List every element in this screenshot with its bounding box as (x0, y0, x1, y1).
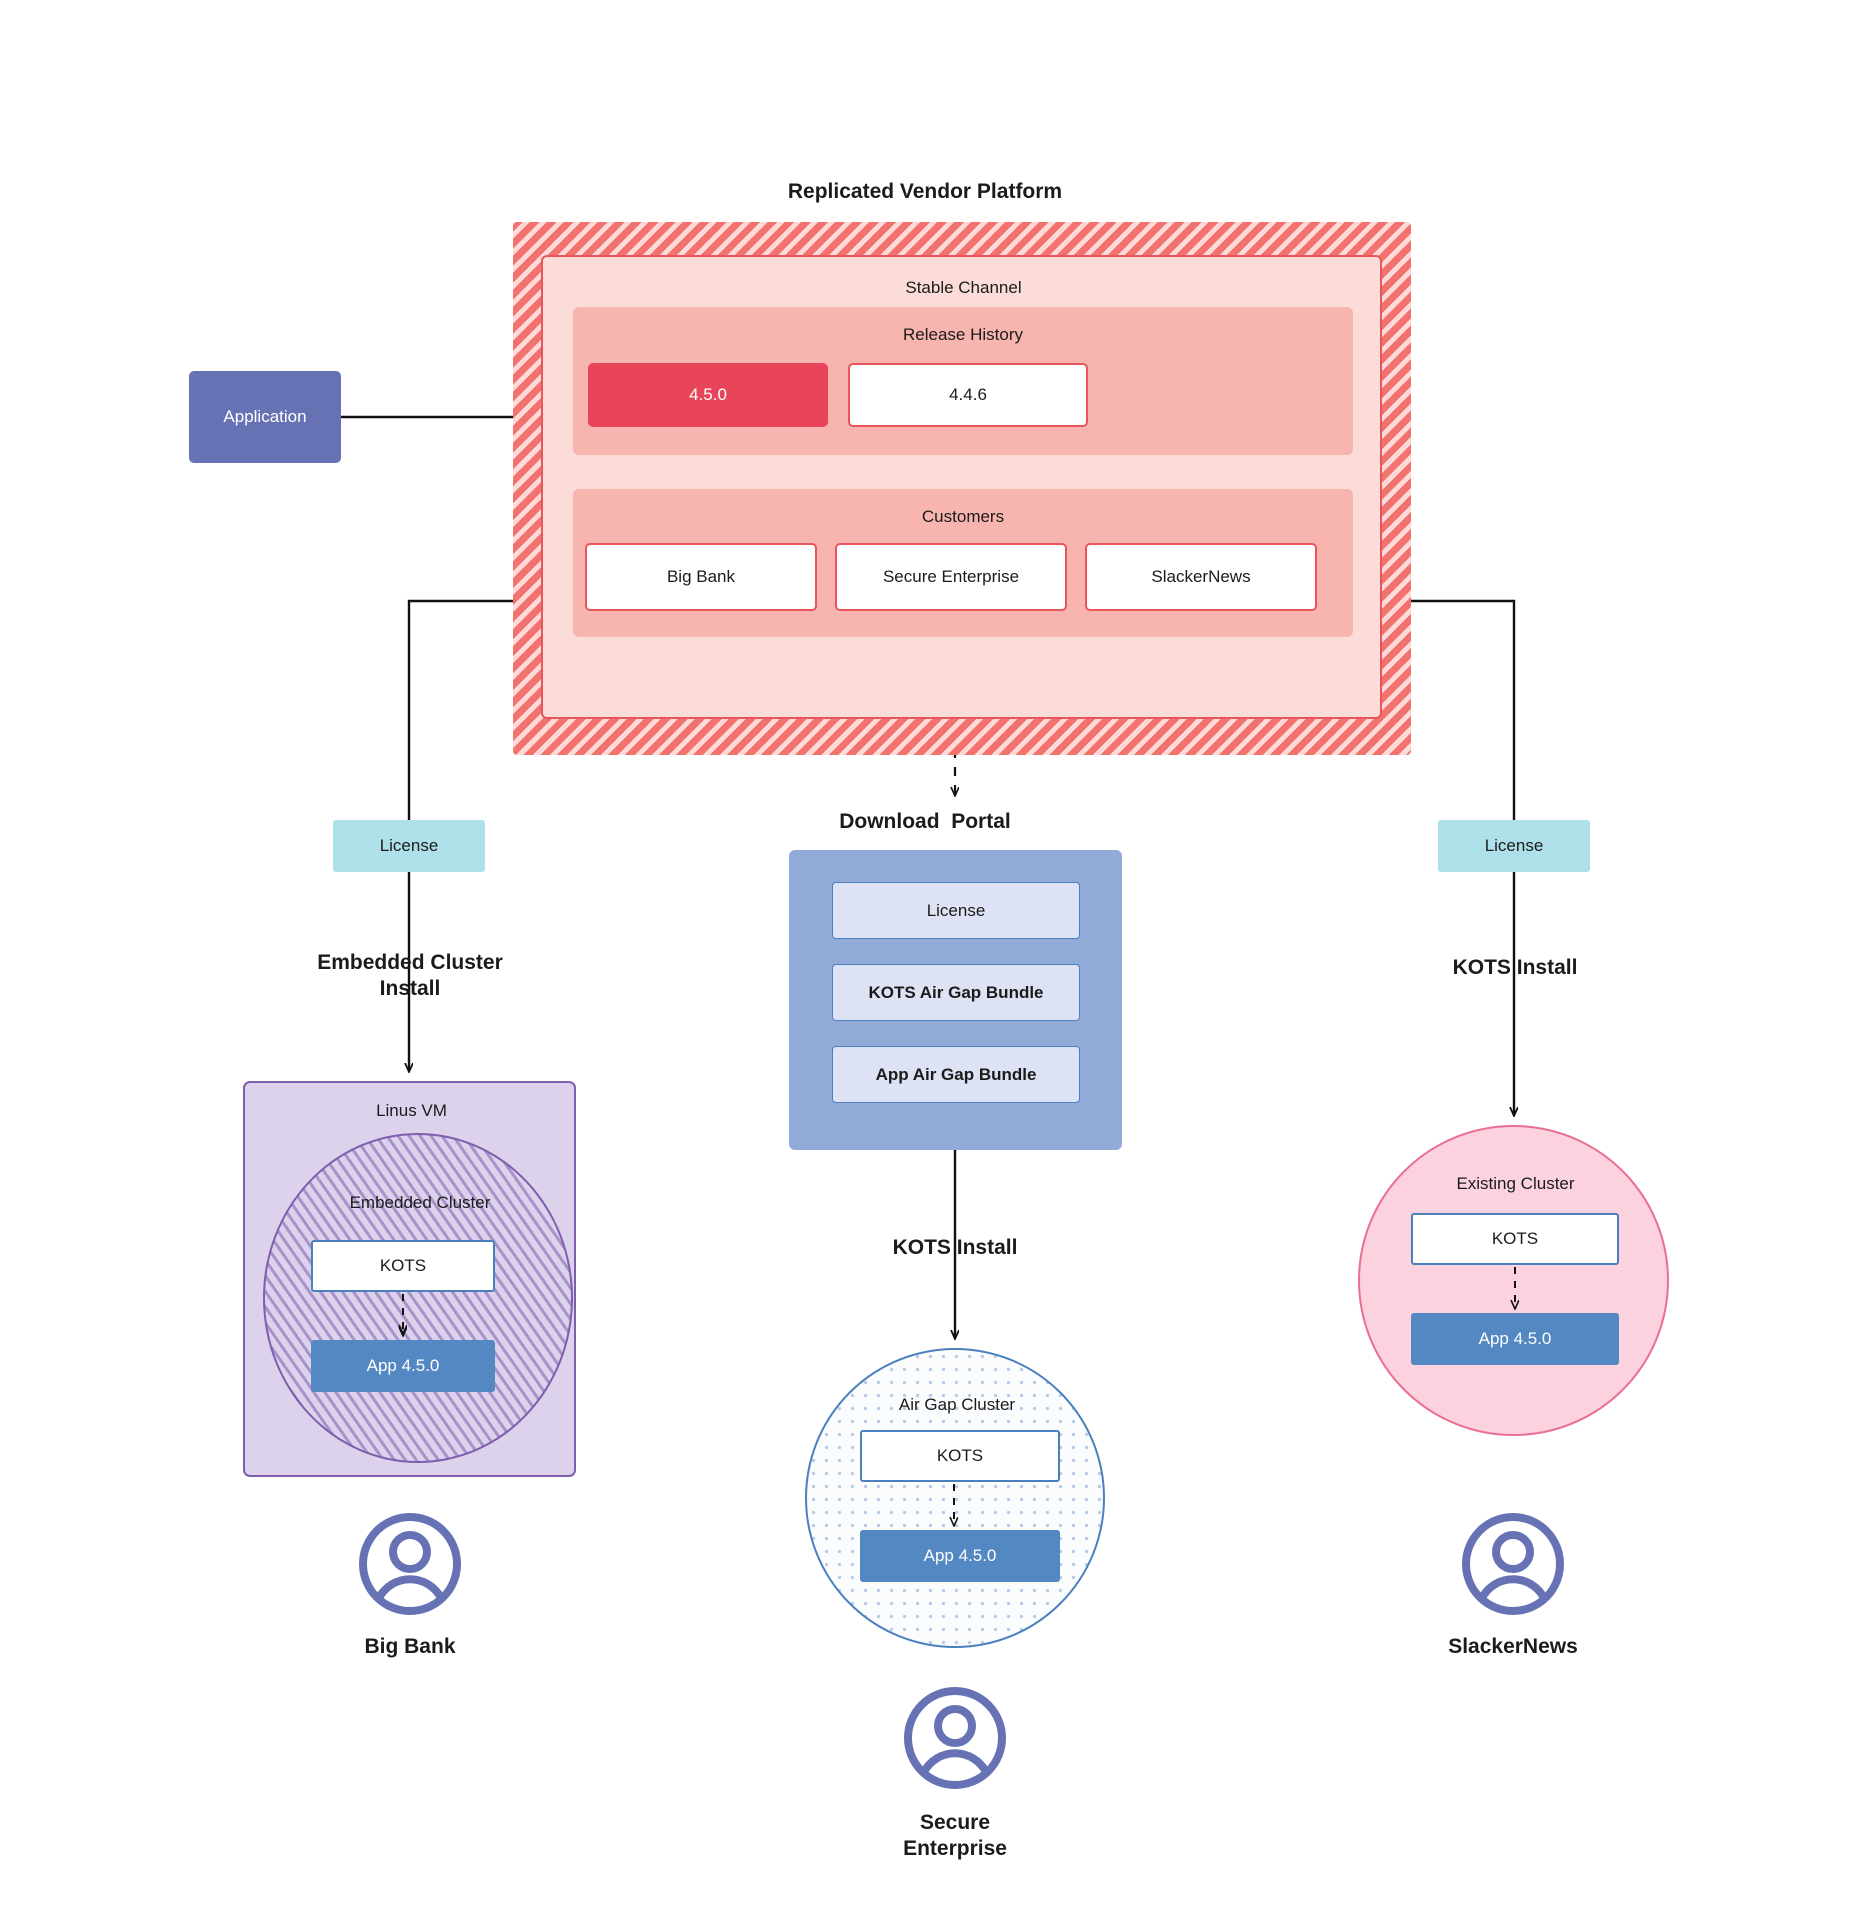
release-history-panel: Release History 4.5.0 4.4.6 (573, 307, 1353, 455)
avatar (903, 1686, 1007, 1790)
app-node-existing[interactable]: App 4.5.0 (1411, 1313, 1619, 1365)
kots-install-label-right: KOTS Install (1452, 956, 1578, 979)
kots-install-label-middle: KOTS Install (892, 1236, 1018, 1259)
avatar (1461, 1512, 1565, 1616)
wire-kots-to-app-embedded (265, 1294, 575, 1465)
customer-label-secure-enterprise: Secure Enterprise (903, 1811, 1007, 1861)
stable-channel-title: Stable Channel (905, 278, 1022, 297)
download-portal-panel: License KOTS Air Gap Bundle App Air Gap … (789, 850, 1122, 1150)
download-item-app-air-gap-bundle[interactable]: App Air Gap Bundle (832, 1046, 1080, 1103)
wire-kots-to-app-airgap (807, 1484, 1107, 1650)
application-node[interactable]: Application (189, 371, 341, 463)
vendor-platform-container: Stable Channel Release History 4.5.0 4.4… (513, 222, 1411, 755)
license-node-right[interactable]: License (1438, 820, 1590, 872)
license-node-left[interactable]: License (333, 820, 485, 872)
embedded-cluster-install-label: Embedded Cluster Install (317, 951, 503, 1001)
kots-node-existing[interactable]: KOTS (1411, 1213, 1619, 1265)
app-node-airgap[interactable]: App 4.5.0 (860, 1530, 1060, 1582)
stable-channel-panel: Stable Channel Release History 4.5.0 4.4… (541, 255, 1382, 719)
existing-cluster-circle: Existing Cluster KOTS App 4.5.0 (1358, 1125, 1669, 1436)
existing-cluster-title: Existing Cluster (1456, 1174, 1575, 1193)
linux-vm-container: Linus VM Embedded Cluster KOTS App 4.5.0 (243, 1081, 576, 1477)
page-title: Replicated Vendor Platform (787, 180, 1063, 203)
download-portal-title: Download Portal (839, 810, 1011, 833)
user-avatar-icon (359, 1513, 461, 1615)
customer-chip-secure-enterprise[interactable]: Secure Enterprise (835, 543, 1067, 611)
app-node-embedded[interactable]: App 4.5.0 (311, 1340, 495, 1392)
air-gap-cluster-title: Air Gap Cluster (898, 1395, 1016, 1414)
download-item-kots-air-gap-bundle[interactable]: KOTS Air Gap Bundle (832, 964, 1080, 1021)
wire-kots-to-app-existing (1360, 1267, 1671, 1438)
user-avatar-icon (904, 1687, 1006, 1789)
customers-title: Customers (921, 507, 1005, 526)
embedded-cluster-circle: Embedded Cluster KOTS App 4.5.0 (263, 1133, 573, 1463)
embedded-cluster-title: Embedded Cluster (349, 1193, 491, 1212)
linux-vm-title: Linus VM (376, 1101, 447, 1120)
customer-chip-big-bank[interactable]: Big Bank (585, 543, 817, 611)
customers-panel: Customers Big Bank Secure Enterprise Sla… (573, 489, 1353, 637)
air-gap-cluster-circle: Air Gap Cluster KOTS App 4.5.0 (805, 1348, 1105, 1648)
customer-label-slackernews: SlackerNews (1448, 1635, 1578, 1658)
release-chip-previous[interactable]: 4.4.6 (848, 363, 1088, 427)
user-avatar-icon (1462, 1513, 1564, 1615)
customer-label-big-bank: Big Bank (364, 1635, 456, 1658)
kots-node-airgap[interactable]: KOTS (860, 1430, 1060, 1482)
release-history-title: Release History (903, 325, 1023, 344)
kots-node-embedded[interactable]: KOTS (311, 1240, 495, 1292)
avatar (358, 1512, 462, 1616)
release-chip-current[interactable]: 4.5.0 (588, 363, 828, 427)
customer-chip-slackernews[interactable]: SlackerNews (1085, 543, 1317, 611)
download-item-license[interactable]: License (832, 882, 1080, 939)
